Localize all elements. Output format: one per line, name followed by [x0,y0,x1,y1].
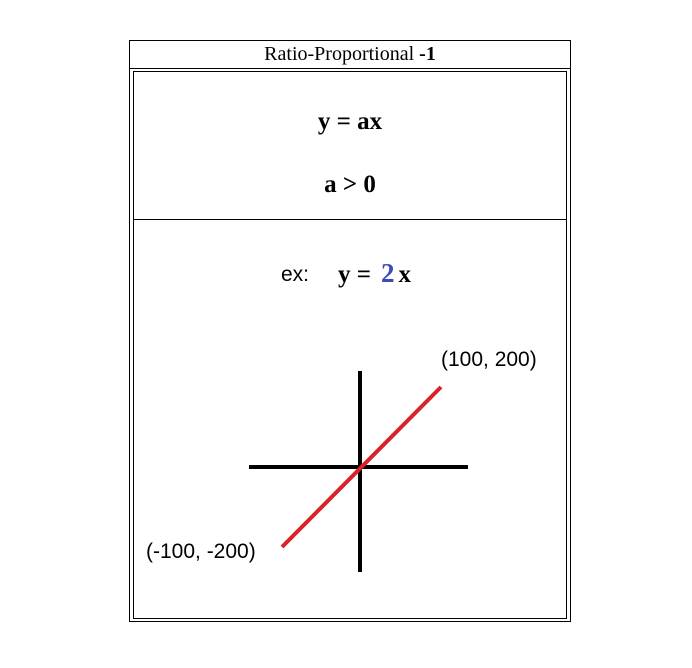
rule-equation: y = ax [317,108,383,135]
point-label-bottom: (-100, -200) [146,540,256,563]
title-text: Ratio-Proportional [264,43,415,65]
proportional-line [280,385,443,549]
example-eq-prefix: y = [338,261,371,288]
example-label: ex: [281,263,310,286]
example-variable: x [398,261,412,288]
title-bar: Ratio-Proportional -1 [130,41,570,69]
point-label-top: (100, 200) [441,348,537,371]
example-coefficient: 2 [381,258,395,288]
section-divider [134,219,566,220]
rule-condition: a > 0 [324,171,376,198]
card: Ratio-Proportional -1 y = ax a > 0 ex: y… [129,40,571,622]
title-suffix: -1 [419,43,436,65]
